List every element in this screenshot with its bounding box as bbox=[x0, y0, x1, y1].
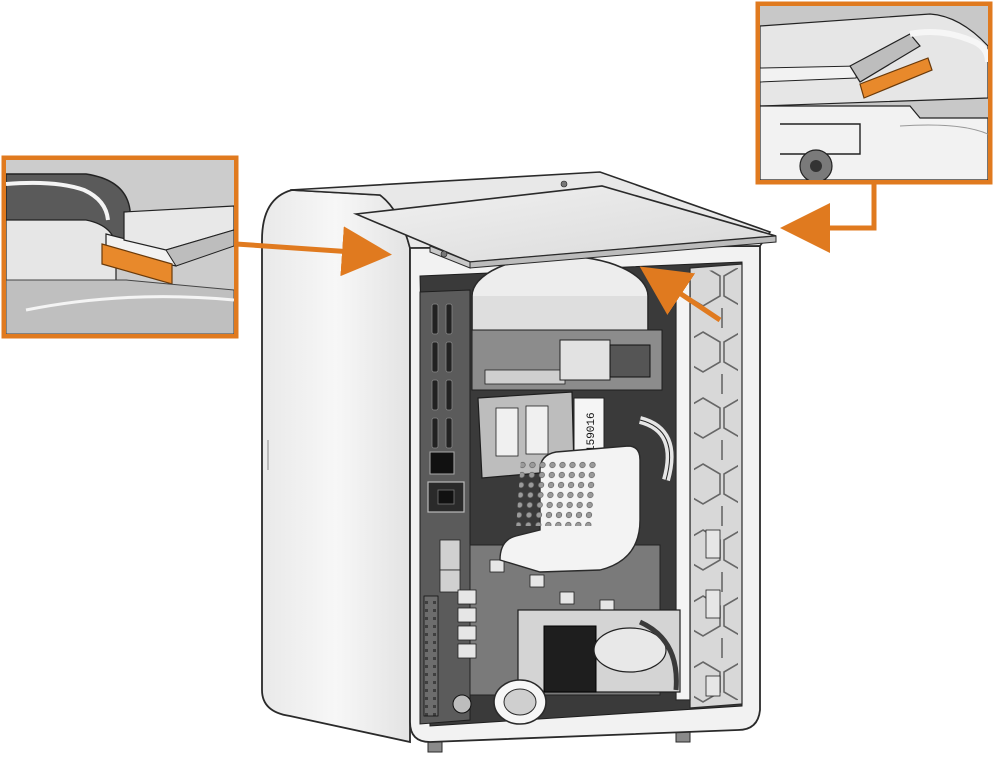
left-detail-callout bbox=[1, 155, 239, 339]
fitting bbox=[705, 529, 721, 559]
terminal-blocks bbox=[457, 559, 615, 659]
drain-fitting bbox=[452, 694, 472, 714]
right-detail-arrow bbox=[780, 182, 877, 253]
instrument-housing: 159016 bbox=[261, 171, 772, 753]
power-switch bbox=[429, 451, 455, 475]
circuit-board bbox=[423, 595, 439, 717]
connector-block bbox=[439, 539, 461, 571]
left-detail-arrow bbox=[235, 226, 392, 277]
fitting bbox=[705, 589, 721, 619]
right-highlight-pad bbox=[859, 57, 933, 99]
motor bbox=[543, 625, 597, 693]
connector-block bbox=[439, 569, 461, 593]
vent-slots bbox=[431, 303, 453, 449]
sticker-label: 159016 bbox=[586, 412, 598, 452]
panel-arrow bbox=[639, 266, 722, 323]
callout-arrows bbox=[235, 182, 877, 323]
fitting bbox=[705, 675, 721, 697]
side-shell bbox=[261, 189, 411, 744]
top-panel bbox=[352, 180, 777, 269]
right-detail-callout bbox=[755, 1, 993, 185]
